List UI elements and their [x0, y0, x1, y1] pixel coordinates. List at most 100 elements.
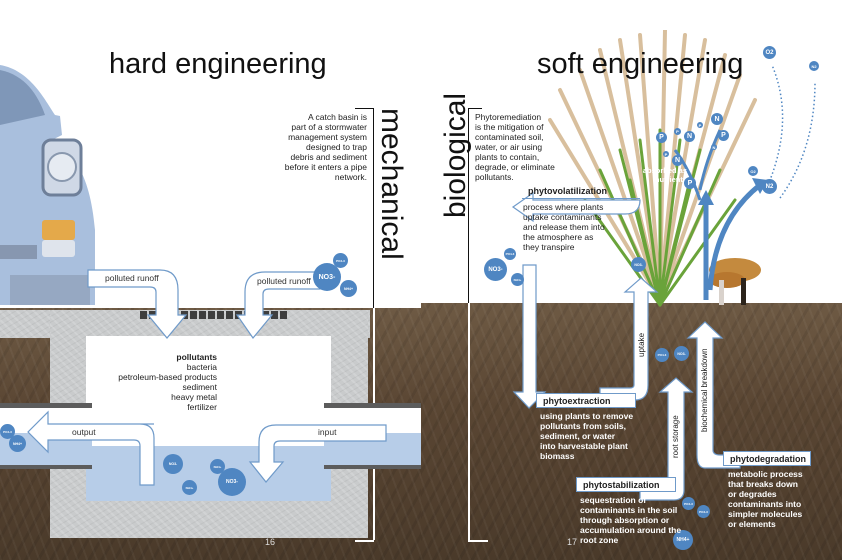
- flow-arrows-left: [27, 269, 387, 486]
- nutrient-p: N: [672, 155, 683, 166]
- polluted-runoff-vertical-label: polluted runoff: [526, 314, 535, 365]
- phytostabilization-description: sequestration of contaminants in the soi…: [580, 495, 700, 545]
- description-line: biomass: [540, 451, 575, 461]
- nitrogen-molecule: N2: [809, 61, 819, 71]
- nutrient-p: P: [697, 122, 703, 128]
- description-line: through absorption or: [580, 515, 670, 525]
- root-storage-label: root storage: [671, 415, 680, 458]
- biochemical-breakdown-label: biochemical breakdown: [700, 348, 709, 432]
- description-line: the atmosphere as: [523, 232, 594, 242]
- nitrate-ion: NO3-: [313, 263, 341, 291]
- nutrient-p: P: [656, 132, 667, 143]
- description-line: root zone: [580, 535, 619, 545]
- biological-bracket-line: [468, 108, 469, 303]
- page-number-right: 17: [567, 537, 578, 547]
- pollutant-item: fertilizer: [187, 402, 217, 412]
- description-line: contaminants into: [728, 499, 802, 509]
- description-line: degrade, or eliminate: [475, 162, 555, 172]
- mechanical-bracket-line: [373, 108, 374, 308]
- description-line: they transpire: [523, 242, 575, 252]
- nitrate-ion: NO3-: [163, 454, 183, 474]
- ammonium-ion: NH4+: [182, 480, 197, 495]
- pollutant-item: petroleum-based products: [118, 372, 217, 382]
- phytodegradation-description: metabolic process that breaks down or de…: [728, 469, 842, 529]
- phytostabilization-label: phytostabilization: [576, 477, 676, 492]
- ammonium-ion: NH4+: [340, 280, 357, 297]
- biological-bracket: [468, 108, 482, 109]
- pollutant-item: sediment: [182, 382, 218, 392]
- nutrient-p: P: [684, 177, 696, 189]
- phosphate-ion: PO4-3: [504, 248, 516, 260]
- description-line: or elements: [728, 519, 776, 529]
- description-line: into harvestable plant: [540, 441, 628, 451]
- mushroom-illustration: [709, 258, 761, 305]
- nutrient-n: N: [711, 144, 717, 150]
- nitrogen-molecule: N2: [762, 179, 777, 194]
- mechanical-bracket: [355, 108, 373, 109]
- biological-bracket-foot: [468, 540, 488, 542]
- nutrient-n: P: [663, 151, 669, 157]
- phytodegradation-label: phytodegradation: [723, 451, 811, 466]
- pollutants-list: pollutants bacteria petroleum-based prod…: [90, 352, 217, 412]
- biological-bracket-line-lower: [468, 303, 470, 540]
- oxygen-molecule: O2: [748, 166, 758, 176]
- phosphate-ion: PO4-3: [655, 348, 669, 362]
- phytovolatilization-description: process where plants uptake contaminants…: [523, 202, 633, 252]
- description-line: designed to trap: [306, 142, 367, 152]
- mechanical-bracket-foot: [355, 540, 374, 542]
- description-line: process where plants: [523, 202, 604, 212]
- runoff-label-right: polluted runoff: [257, 276, 311, 286]
- description-line: debris and sediment: [290, 152, 367, 162]
- left-page-title: hard engineering: [109, 48, 327, 80]
- soil-right: [421, 303, 842, 560]
- phytoremediation-description: Phytoremediation is the mitigation of co…: [475, 112, 590, 182]
- catch-basin-description: A catch basin is part of a stormwater ma…: [275, 112, 367, 182]
- description-line: A catch basin is: [307, 112, 367, 122]
- description-line: simpler molecules: [728, 509, 803, 519]
- oxygen-molecule: O2: [763, 46, 776, 59]
- description-line: water, or air using: [475, 142, 543, 152]
- description-line: management system: [288, 132, 367, 142]
- page-number-left: 16: [265, 537, 276, 547]
- label-line: nutrients: [654, 175, 687, 184]
- description-line: contaminated soil,: [475, 132, 544, 142]
- pollutants-heading: pollutants: [176, 352, 217, 362]
- pollutant-item: bacteria: [186, 362, 217, 372]
- nutrient-p: P: [674, 128, 681, 135]
- input-label: input: [318, 427, 337, 437]
- nitrate-ion: NO3-: [484, 258, 507, 281]
- runoff-label-left: polluted runoff: [105, 273, 159, 283]
- description-line: metabolic process: [728, 469, 803, 479]
- mechanical-label: mechanical: [375, 108, 408, 260]
- description-line: uptake contaminants: [523, 212, 602, 222]
- description-line: plants to contain,: [475, 152, 540, 162]
- description-line: sequestration of: [580, 495, 647, 505]
- ammonium-ion: NH4+: [511, 273, 524, 286]
- pollutant-item: heavy metal: [171, 392, 217, 402]
- phytoextraction-label: phytoextraction: [536, 393, 636, 408]
- nitrate-ion: NO3-: [218, 468, 246, 496]
- description-line: contaminants in the soil: [580, 505, 678, 515]
- description-line: using plants to remove: [540, 411, 634, 421]
- uptake-label: uptake: [637, 332, 646, 357]
- description-line: pollutants.: [475, 172, 514, 182]
- label-line: absorbed as: [642, 166, 687, 175]
- output-label: output: [72, 427, 96, 437]
- right-page-title: soft engineering: [537, 48, 744, 80]
- ammonium-ion: NH4+: [9, 435, 26, 452]
- ammonium-ion: NH4+: [210, 459, 225, 474]
- description-line: pollutants from soils,: [540, 421, 626, 431]
- nitrate-ion: NO3-: [631, 257, 646, 272]
- absorbed-as-nutrients-label: absorbed as nutrients: [615, 166, 687, 184]
- description-line: sediment, or water: [540, 431, 616, 441]
- description-line: is the mitigation of: [475, 122, 544, 132]
- description-line: before it enters a pipe: [284, 162, 367, 172]
- description-line: that breaks down: [728, 479, 798, 489]
- description-line: and release them into: [523, 222, 605, 232]
- nutrient-n: N: [684, 131, 695, 142]
- nutrient-n: P: [718, 130, 729, 141]
- phytovolatilization-label: phytovolatilization: [522, 184, 640, 199]
- description-line: or degrades: [728, 489, 777, 499]
- phytoextraction-description: using plants to remove pollutants from s…: [540, 411, 660, 461]
- car-illustration: [0, 65, 95, 305]
